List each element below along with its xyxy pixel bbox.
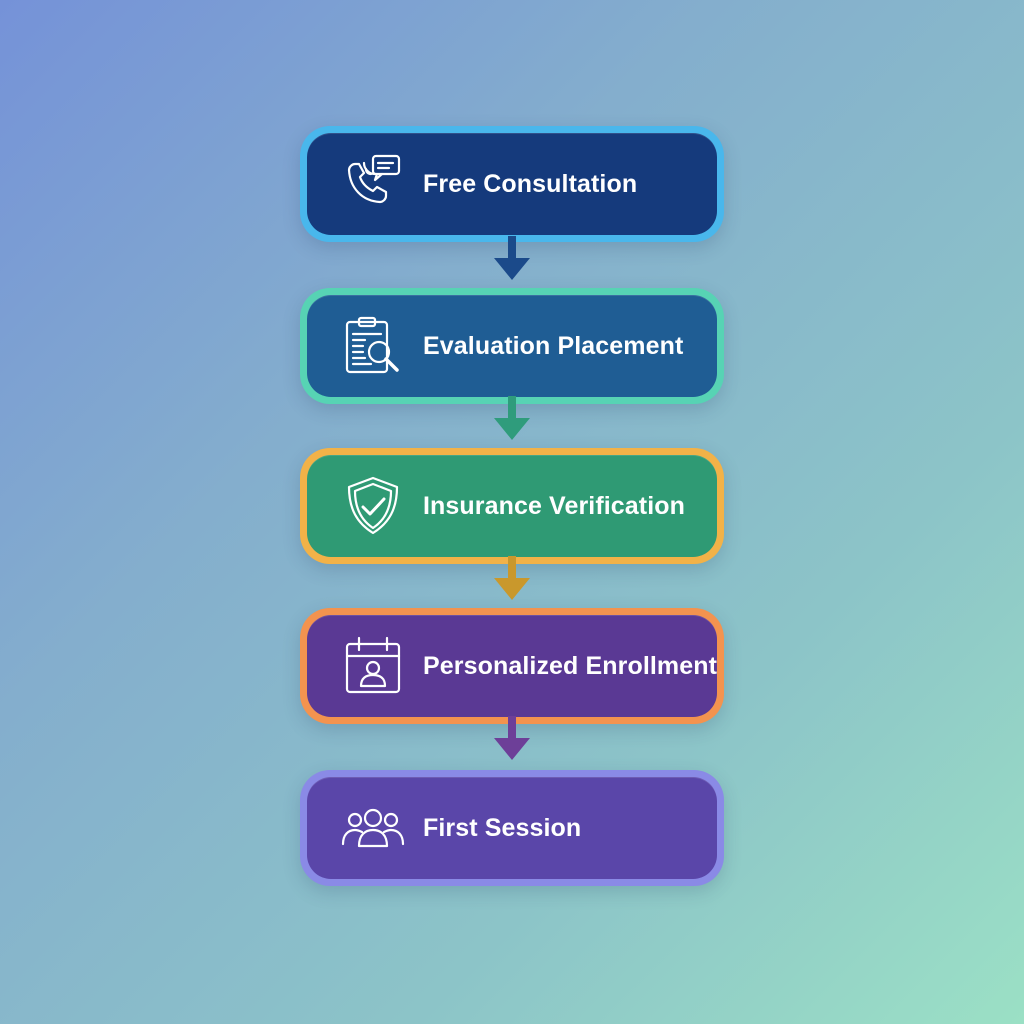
step-box: Personalized Enrollment: [307, 615, 717, 717]
calendar-user-icon: [341, 634, 405, 698]
shield-check-icon: [341, 474, 405, 538]
flow-arrow: [494, 396, 530, 444]
step-box: Insurance Verification: [307, 455, 717, 557]
flow-arrow: [494, 236, 530, 284]
step-label: Personalized Enrollment: [423, 651, 718, 680]
flow-arrow: [494, 556, 530, 604]
step-label: First Session: [423, 813, 582, 842]
clipboard-search-icon: [341, 314, 405, 378]
flow-arrow: [494, 716, 530, 764]
step-personalized-enrollment: Personalized Enrollment: [300, 608, 724, 724]
step-free-consultation: Free Consultation: [300, 126, 724, 242]
step-box: Evaluation Placement: [307, 295, 717, 397]
step-box: Free Consultation: [307, 133, 717, 235]
step-label: Evaluation Placement: [423, 331, 684, 360]
step-box: First Session: [307, 777, 717, 879]
step-label: Insurance Verification: [423, 491, 686, 520]
group-users-icon: [341, 796, 405, 860]
step-evaluation-placement: Evaluation Placement: [300, 288, 724, 404]
step-insurance-verification: Insurance Verification: [300, 448, 724, 564]
step-label: Free Consultation: [423, 169, 638, 198]
phone-chat-icon: [341, 152, 405, 216]
step-first-session: First Session: [300, 770, 724, 886]
